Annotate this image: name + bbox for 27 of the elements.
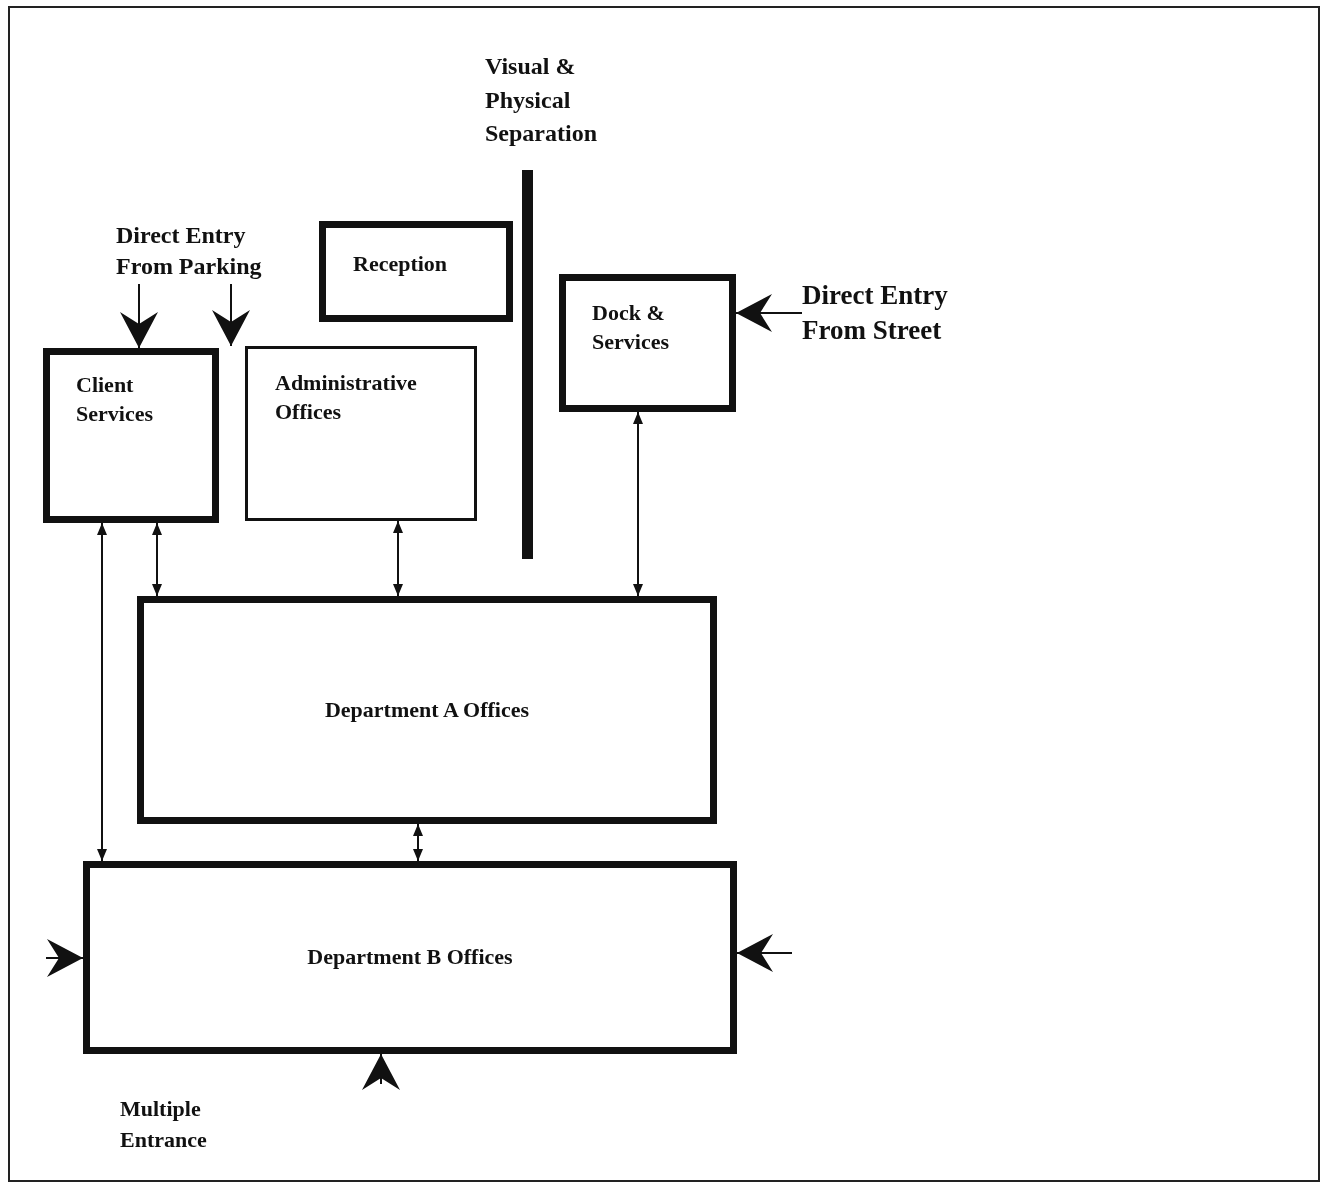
room-label: Administrative Offices bbox=[275, 369, 418, 426]
room-box bbox=[319, 221, 513, 322]
double-arrow bbox=[413, 823, 423, 862]
entry-arrow bbox=[736, 934, 793, 972]
room-label: Client Services bbox=[76, 371, 154, 428]
room-label: Reception bbox=[353, 250, 448, 278]
double-arrow bbox=[97, 522, 107, 862]
double-arrow bbox=[393, 520, 403, 597]
room-box bbox=[245, 346, 477, 521]
room-box bbox=[137, 596, 717, 824]
room-label: Department B Offices bbox=[307, 943, 513, 972]
entry-arrow bbox=[45, 939, 84, 977]
double-arrow bbox=[152, 522, 162, 597]
double-arrow bbox=[633, 411, 643, 597]
entry-arrow bbox=[362, 1053, 400, 1090]
entry-label: Direct Entry From Parking bbox=[116, 221, 263, 282]
entry-label: Direct Entry From Street bbox=[802, 279, 949, 348]
entry-arrow bbox=[120, 283, 158, 349]
room-box bbox=[83, 861, 737, 1054]
room-label: Dock & Services bbox=[592, 299, 670, 356]
entrance-label: Multiple Entrance bbox=[120, 1095, 208, 1154]
room-box bbox=[559, 274, 736, 412]
entry-arrow bbox=[212, 283, 250, 347]
entry-arrow bbox=[735, 294, 803, 332]
room-box bbox=[43, 348, 219, 523]
separation-label: Visual & Physical Separation bbox=[485, 52, 598, 149]
room-label: Department A Offices bbox=[324, 695, 530, 724]
